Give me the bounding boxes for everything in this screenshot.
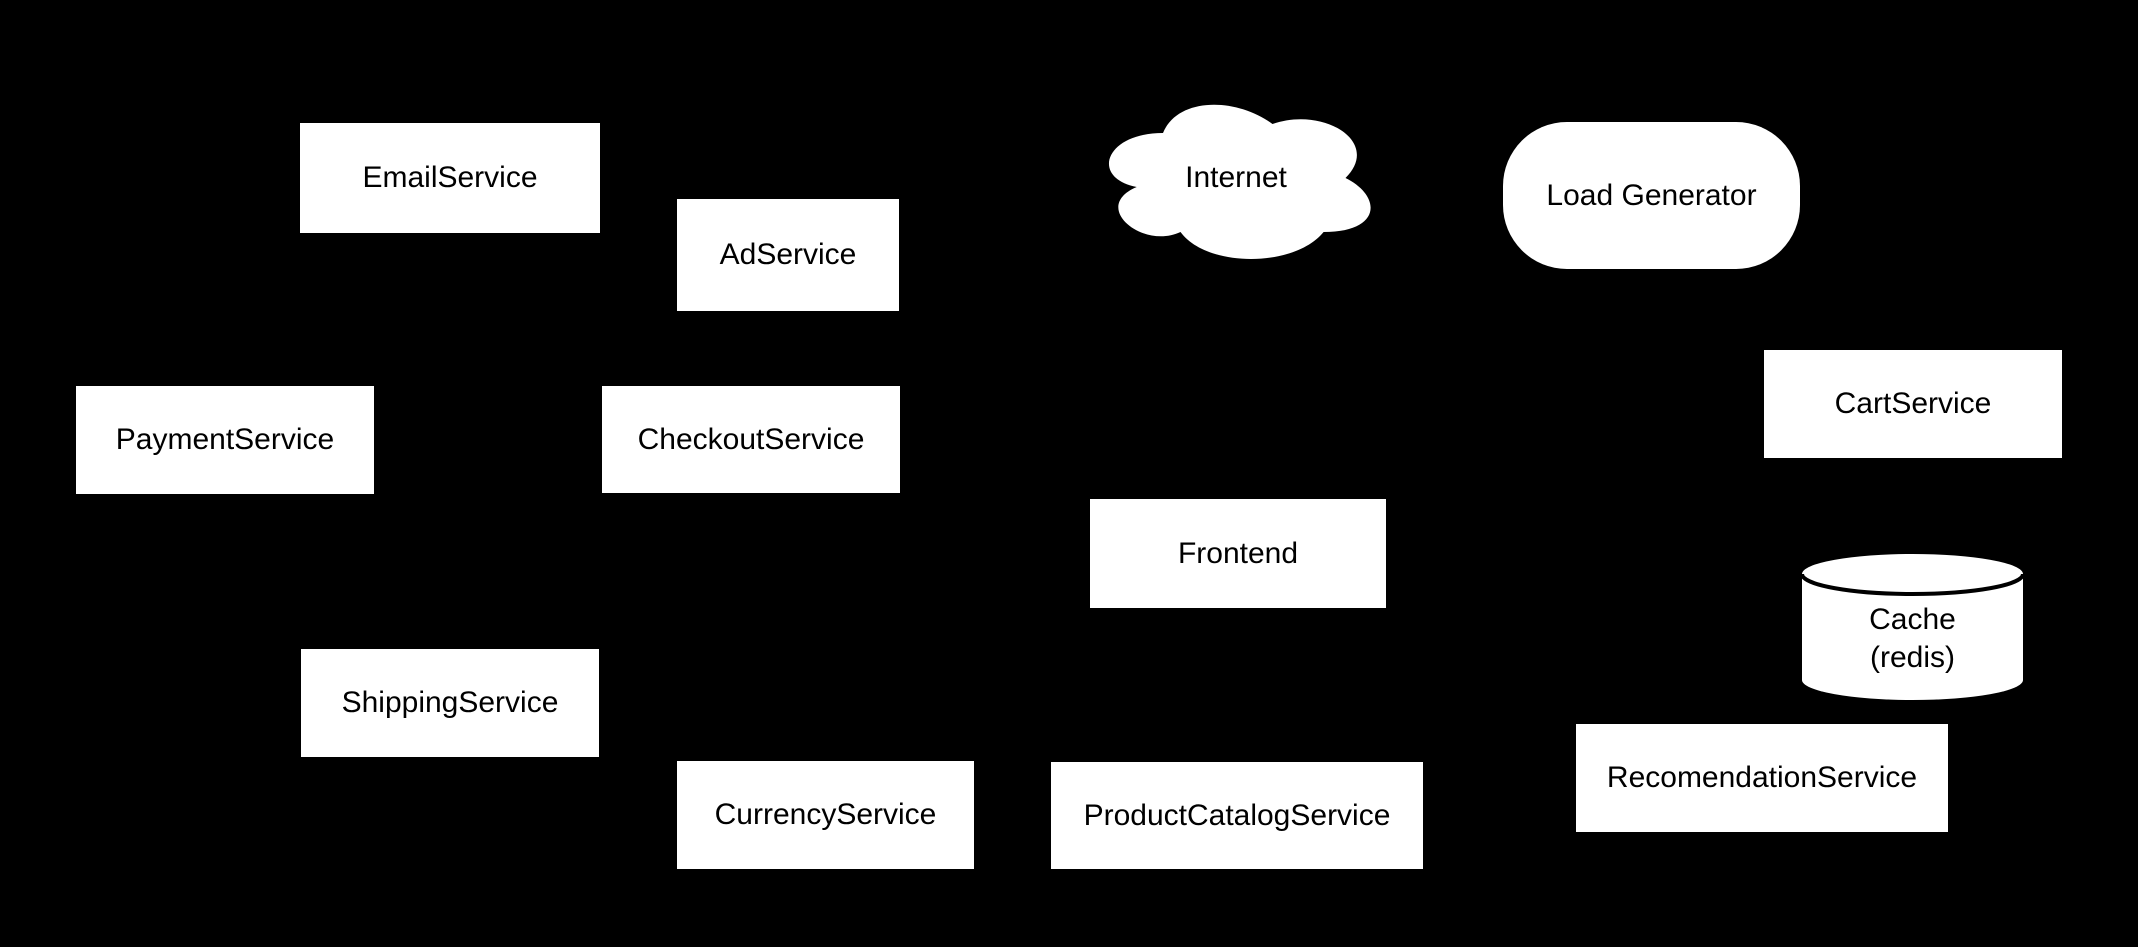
- node-product-catalog-service[interactable]: ProductCatalogService: [1051, 762, 1423, 869]
- node-recomendation-service-label: RecomendationService: [1606, 761, 1918, 794]
- node-ad-service-label: AdService: [719, 238, 857, 271]
- cache-cylinder-shape: [1802, 554, 2023, 700]
- node-product-catalog-service-label: ProductCatalogService: [1083, 798, 1391, 832]
- internet-cloud-shape: [1108, 104, 1371, 259]
- node-email-service-label: EmailService: [362, 161, 538, 194]
- node-payment-service[interactable]: PaymentService: [76, 386, 374, 494]
- node-checkout-service-label: CheckoutService: [637, 422, 865, 456]
- node-cache-redis-label: Cache (redis): [1869, 603, 1956, 674]
- node-email-service[interactable]: EmailService: [300, 123, 600, 233]
- node-currency-service[interactable]: CurrencyService: [677, 761, 974, 869]
- node-shipping-service-label: ShippingService: [341, 686, 559, 719]
- node-internet[interactable]: Internet: [1090, 88, 1382, 268]
- node-cart-service[interactable]: CartService: [1764, 350, 2062, 458]
- node-load-generator[interactable]: Load Generator: [1503, 122, 1800, 269]
- node-shipping-service[interactable]: ShippingService: [301, 649, 599, 757]
- node-checkout-service[interactable]: CheckoutService: [602, 386, 900, 493]
- node-payment-service-label: PaymentService: [115, 423, 335, 456]
- node-cart-service-label: CartService: [1834, 387, 1992, 420]
- node-ad-service[interactable]: AdService: [677, 199, 899, 311]
- node-cache-redis[interactable]: Cache (redis): [1802, 554, 2023, 700]
- node-internet-label: Internet: [1185, 161, 1287, 194]
- node-load-generator-label: Load Generator: [1546, 178, 1757, 212]
- node-frontend[interactable]: Frontend: [1090, 499, 1386, 608]
- node-recomendation-service[interactable]: RecomendationService: [1576, 724, 1948, 832]
- node-currency-service-label: CurrencyService: [714, 798, 937, 831]
- node-frontend-label: Frontend: [1177, 536, 1299, 570]
